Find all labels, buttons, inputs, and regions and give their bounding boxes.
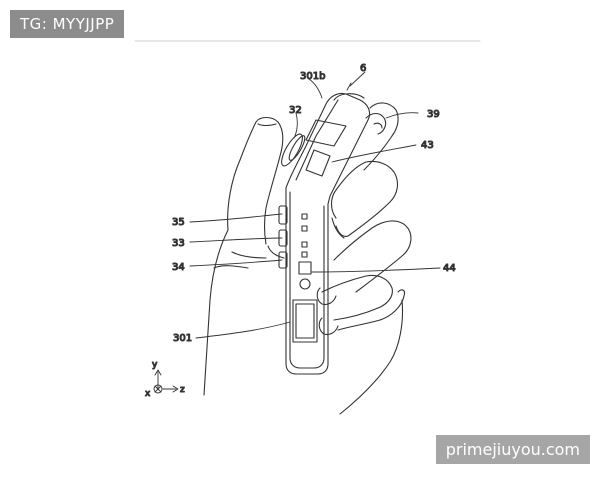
device-body xyxy=(278,92,387,375)
axis-indicator xyxy=(153,369,179,394)
watermark-bottom: primejiuyou.com xyxy=(435,435,590,464)
label-301b: 301b xyxy=(300,71,325,82)
label-35: 35 xyxy=(172,217,185,228)
axis-label-x: x xyxy=(145,389,151,399)
watermark-top: TG: MYYJJPP xyxy=(10,10,125,38)
label-34: 34 xyxy=(172,262,185,273)
label-301: 301 xyxy=(173,333,192,344)
label-39: 39 xyxy=(427,109,440,120)
label-44: 44 xyxy=(443,263,456,274)
label-32: 32 xyxy=(289,105,302,116)
axis-label-z: z xyxy=(180,385,185,395)
knob-32 xyxy=(281,133,306,167)
label-43: 43 xyxy=(421,140,434,151)
axis-label-y: y xyxy=(152,360,158,370)
leader-lines xyxy=(189,71,441,339)
label-33: 33 xyxy=(172,238,185,249)
hand-outline xyxy=(203,102,412,415)
label-6: 6 xyxy=(360,63,366,74)
